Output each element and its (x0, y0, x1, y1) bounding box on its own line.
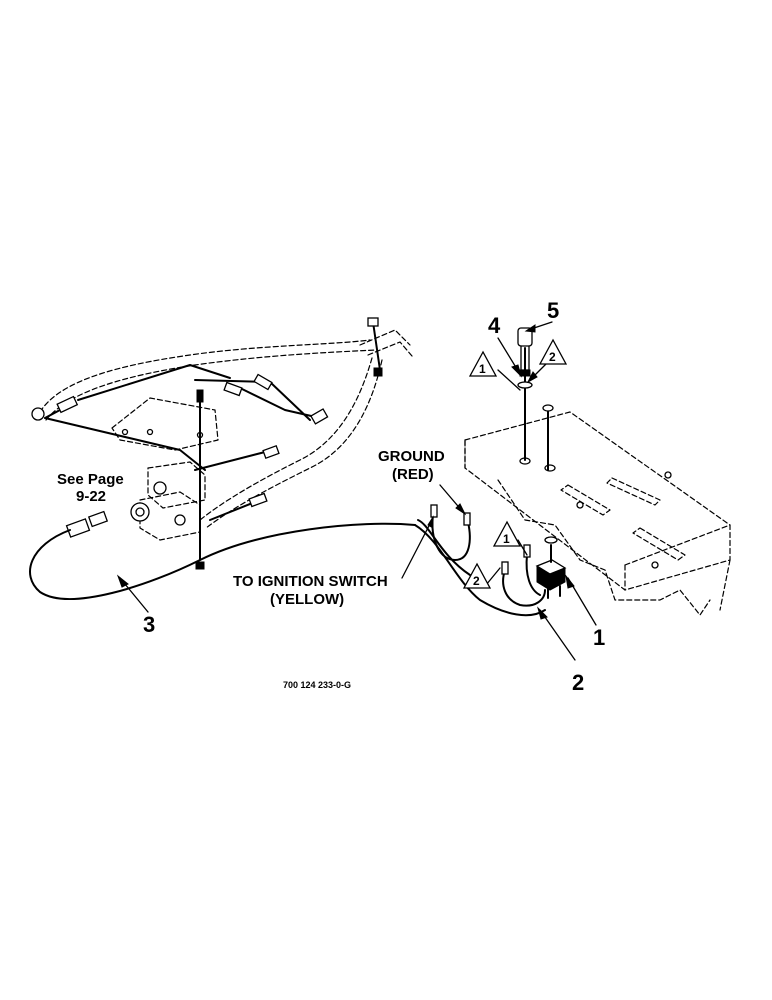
note-triangle-2-lower: 2 (462, 562, 492, 589)
callout-3: 3 (143, 612, 155, 637)
ignition-label: TO IGNITION SWITCH (233, 573, 388, 590)
callout-1: 1 (593, 625, 605, 650)
callout-2: 2 (572, 670, 584, 695)
indicator-lamp (517, 327, 533, 389)
svg-text:2: 2 (473, 574, 480, 588)
note-triangle-1-lower: 1 (492, 520, 522, 547)
ground-label: GROUND (378, 448, 445, 465)
svg-text:1: 1 (503, 532, 510, 546)
callout-5: 5 (547, 298, 559, 323)
ignition-color-label: (YELLOW) (270, 591, 344, 608)
leader-lines (116, 321, 597, 661)
switch (535, 536, 567, 599)
wiring-harness (29, 504, 546, 617)
dash-panel (464, 347, 731, 616)
see-page-label: See Page (57, 471, 124, 488)
svg-text:1: 1 (479, 362, 486, 376)
callout-4: 4 (488, 313, 501, 338)
figure-number: 700 124 233-0-G (283, 680, 351, 690)
hydraulic-assembly (31, 317, 413, 570)
svg-text:2: 2 (549, 350, 556, 364)
ground-color-label: (RED) (392, 466, 434, 483)
note-triangle-1-top: 1 (468, 350, 498, 377)
note-triangle-2-top: 2 (538, 338, 568, 365)
see-page-number: 9-22 (76, 488, 106, 505)
